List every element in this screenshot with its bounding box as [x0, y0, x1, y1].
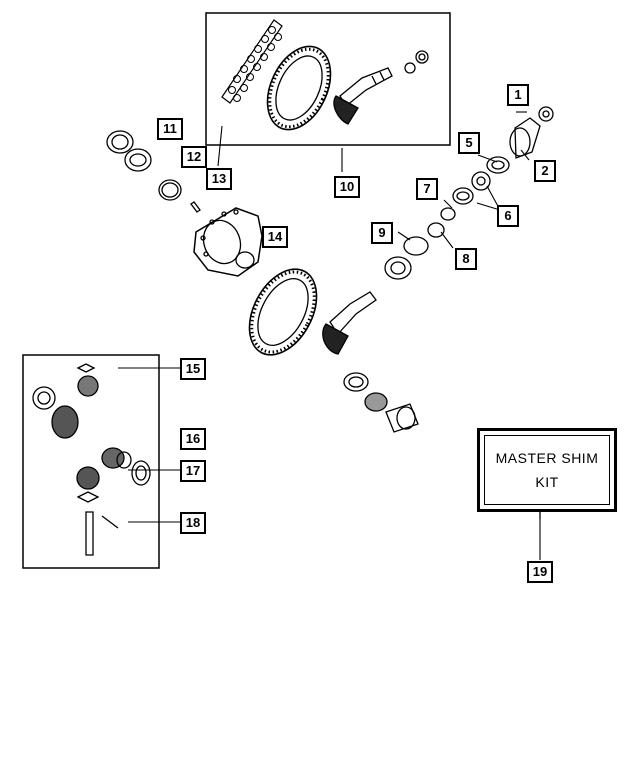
pinion-flange-drawing [384, 106, 554, 280]
callout-13: 13 [206, 168, 232, 190]
kit-line-1: MASTER SHIM [495, 450, 599, 466]
callout-8: 8 [455, 248, 477, 270]
callout-17: 17 [180, 460, 206, 482]
lower-pinion-drawing [322, 291, 419, 433]
callout-10: 10 [334, 176, 360, 198]
ring-pinion-group-frame [205, 12, 451, 146]
callout-6: 6 [497, 205, 519, 227]
upper-pinion-drawing [333, 50, 429, 125]
callout-12: 12 [181, 146, 207, 168]
callout-7: 7 [416, 178, 438, 200]
master-shim-kit-label: MASTER SHIM KIT [484, 435, 610, 505]
upper-ring-gear-drawing [266, 45, 332, 131]
kit-line-2: KIT [535, 474, 559, 490]
diff-gears-drawing [32, 363, 151, 556]
side-bearing-drawing [106, 130, 201, 213]
callout-15: 15 [180, 358, 206, 380]
callout-18: 18 [180, 512, 206, 534]
ring-gear-bolts-drawing [221, 19, 283, 104]
callout-9: 9 [371, 222, 393, 244]
callout-19: 19 [527, 561, 553, 583]
callout-11: 11 [157, 118, 183, 140]
callout-14: 14 [262, 226, 288, 248]
callout-1: 1 [507, 84, 529, 106]
callout-2: 2 [534, 160, 556, 182]
differential-gear-group-frame [22, 354, 160, 569]
callout-16: 16 [180, 428, 206, 450]
master-shim-kit-box: MASTER SHIM KIT [477, 428, 617, 512]
differential-case-drawing [193, 207, 263, 277]
callout-5: 5 [458, 132, 480, 154]
lower-ring-gear-drawing [248, 268, 318, 356]
